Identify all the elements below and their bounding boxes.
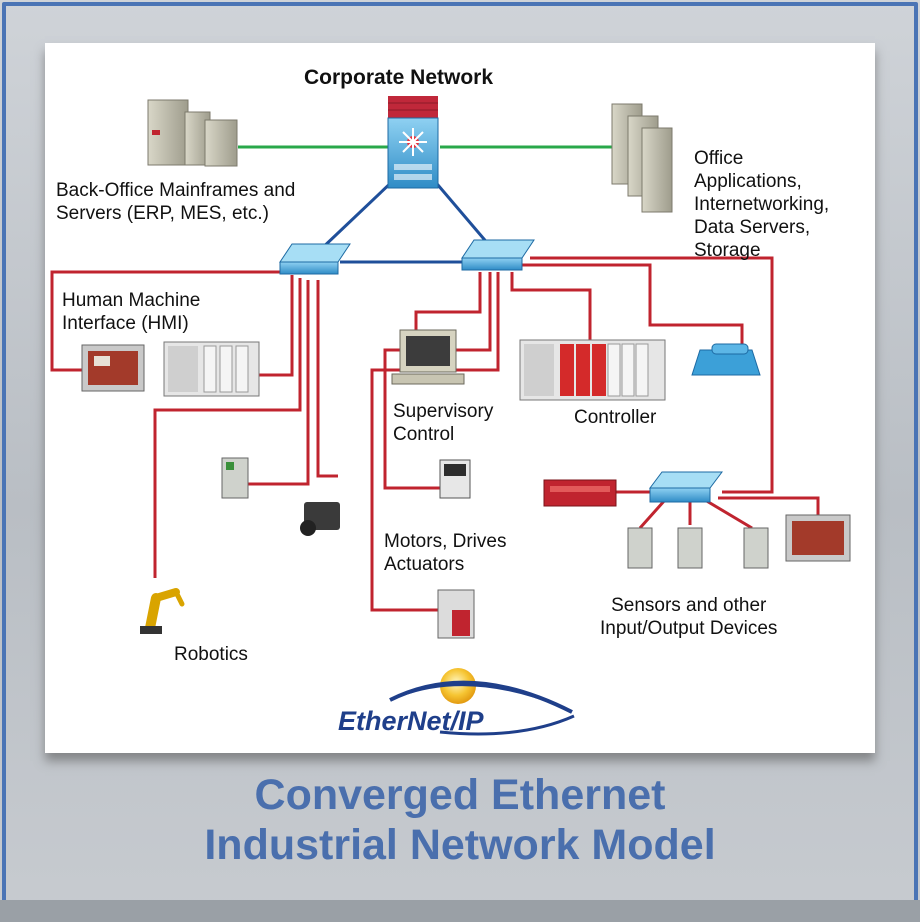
sensors-label: Sensors and other Input/Output Devices (600, 595, 778, 639)
drive-icon (439, 459, 471, 499)
office-servers-icon (611, 103, 673, 213)
motor-starter-icon (437, 589, 475, 639)
logo-text: EtherNet/IP (338, 706, 485, 736)
firewall-router-icon (387, 96, 439, 189)
switch-sensors-icon (649, 471, 723, 503)
device-links (50, 256, 820, 612)
plc-rack-icon (163, 341, 260, 397)
title-line-2: Industrial Network Model (204, 821, 716, 869)
sensor-modules-icon (627, 527, 769, 569)
camera-icon (300, 502, 340, 536)
io-module-icon (221, 457, 249, 499)
title-line-1: Converged Ethernet (254, 771, 666, 819)
back-office-label: Back-Office Mainframes and Servers (ERP,… (56, 180, 296, 224)
controller-label: Controller (574, 407, 657, 428)
operator-panel-icon (785, 514, 851, 562)
motors-drives-label: Motors, Drives Actuators (384, 531, 507, 575)
mainframe-servers-icon (147, 99, 238, 167)
switch-right-icon (461, 239, 535, 271)
supervisory-control-label: Supervisory Control (393, 401, 494, 445)
ethernet-ip-logo: EtherNet/IP (338, 668, 575, 736)
hmi-label: Human Machine Interface (HMI) (62, 290, 201, 334)
ip-phone-icon (691, 343, 761, 376)
bottom-band (0, 900, 920, 922)
robot-arm-icon (140, 588, 185, 634)
corporate-network-label: Corporate Network (304, 66, 494, 89)
io-block-red-icon (543, 479, 617, 507)
office-applications-label: Office Applications, Internetworking, Da… (694, 148, 830, 261)
slide-title: Converged Ethernet Industrial Network Mo… (0, 770, 920, 870)
hmi-panel-icon (81, 344, 145, 392)
robotics-label: Robotics (174, 644, 248, 665)
controller-rack-icon (519, 339, 666, 401)
supervisory-computer-icon (391, 329, 465, 385)
switch-left-icon (279, 243, 351, 275)
